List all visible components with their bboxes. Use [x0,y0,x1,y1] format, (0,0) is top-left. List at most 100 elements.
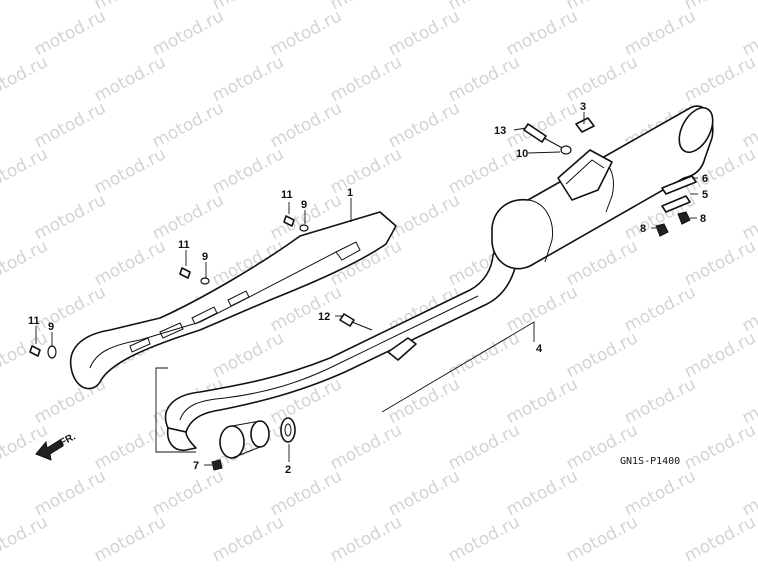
exhaust-gasket[interactable] [280,417,296,443]
callout-labels: 1 2 3 4 5 6 7 8 8 9 9 9 10 11 11 11 12 1… [28,101,708,476]
bolt-12[interactable] [339,313,373,331]
watermark-text: motod.ru [563,328,641,382]
front-direction-arrow: FR. [35,431,78,461]
watermark-text: motod.ru [503,98,581,152]
callout-8a: 8 [640,223,646,235]
watermark-text: motod.ru [327,144,405,198]
watermark-text: motod.ru [445,512,523,566]
watermark-text: motod.ru [385,6,463,60]
watermark-text: motod.ru [31,282,109,336]
callout-10: 10 [516,148,528,160]
watermark-text: motod.ru [503,282,581,336]
callout-11b: 11 [178,239,190,251]
callout-7: 7 [193,460,199,472]
watermark-text: motod.ru [563,236,641,290]
watermark-text: motod.ru [681,236,758,290]
watermark-text: motod.ru [327,52,405,106]
watermark-text: motod.ru [327,512,405,566]
watermark-text: motod.ru [621,466,699,520]
watermark-text: motod.ru [621,374,699,428]
bolt-11-b[interactable] [179,267,191,279]
callout-3: 3 [580,101,586,113]
watermark-text: motod.ru [0,328,51,382]
watermark-text: motod.ru [445,420,523,474]
nut-7[interactable] [211,459,223,471]
watermark-text: motod.ru [91,236,169,290]
watermark-text: motod.ru [149,190,227,244]
watermark-text: motod.ru [503,6,581,60]
watermark-text: motod.ru [681,512,758,566]
watermark-text: motod.ru [445,144,523,198]
fasteners [29,117,697,471]
plate-5[interactable] [661,195,691,213]
nut-8-b[interactable] [677,211,691,225]
watermark-text: motod.ru [91,144,169,198]
watermark-text: motod.ru [149,6,227,60]
callout-9c: 9 [48,321,54,333]
washer-9-c[interactable] [47,345,57,359]
callout-1: 1 [347,187,353,199]
watermark-text: motod.ru [31,190,109,244]
watermark-text: motod.ru [681,328,758,382]
watermark-text: motod.ru [385,190,463,244]
watermark-text: motod.ru [445,328,523,382]
heat-protector[interactable] [69,211,397,390]
watermark-text: motod.ru [563,512,641,566]
watermark-text: motod.ru [31,6,109,60]
watermark-text: motod.ru [209,328,287,382]
callout-9b: 9 [202,251,208,263]
callout-13: 13 [494,125,506,137]
watermark-text: motod.ru [385,466,463,520]
callout-5: 5 [702,189,708,201]
watermark-text: motod.ru [563,52,641,106]
washer-10[interactable] [560,145,572,155]
nut-8-a[interactable] [655,223,669,237]
watermark-text: motod.ru [0,236,51,290]
rubber-mount-3[interactable] [575,117,595,133]
watermark-text: motod.ru [91,512,169,566]
watermark-text: motod.ru [267,6,345,60]
watermark-text: motod.ru [149,98,227,152]
watermark-text: motod.ru [503,466,581,520]
washer-9-a[interactable] [299,224,309,232]
exhaust-pipe-assembly[interactable] [164,102,720,452]
bolt-11-c[interactable] [29,345,41,357]
callout-2: 2 [285,464,291,476]
callout-12: 12 [318,311,330,323]
front-label: FR. [58,431,78,448]
diagram-code: GN1S-P1400 [620,456,680,467]
watermark-text: motod.ru [209,512,287,566]
watermark-text: motod.ru [621,282,699,336]
watermark-text: motod.ru [209,144,287,198]
watermark-text: motod.ru [385,374,463,428]
washer-9-b[interactable] [200,277,210,285]
callout-8b: 8 [700,213,706,225]
leader-lines [35,112,698,466]
exhaust-joint-collar[interactable] [219,420,270,459]
callout-11a: 11 [281,189,293,201]
plate-6[interactable] [661,175,697,195]
watermark-text: motod.ru [681,52,758,106]
watermark-text: motod.ru [445,52,523,106]
watermark-text: motod.ru [267,466,345,520]
watermark-text: motod.ru [503,374,581,428]
watermark-text: motod.ru [681,420,758,474]
watermark-text: motod.ru [0,144,51,198]
watermark-text: motod.ru [31,98,109,152]
callout-9a: 9 [301,199,307,211]
callout-11c: 11 [28,315,40,327]
callout-6: 6 [702,173,708,185]
watermark-text: motod.ru [91,52,169,106]
watermark-text: motod.ru [31,466,109,520]
watermark-text: motod.ru [327,420,405,474]
watermark-text: motod.ru [267,98,345,152]
watermark-text: motod.ru [385,98,463,152]
watermark-text: motod.ru [149,466,227,520]
watermark-text: motod.ru [0,512,51,566]
watermark-text: motod.ru [621,6,699,60]
bolt-11-a[interactable] [283,215,295,227]
watermark-text: motod.ru [209,52,287,106]
